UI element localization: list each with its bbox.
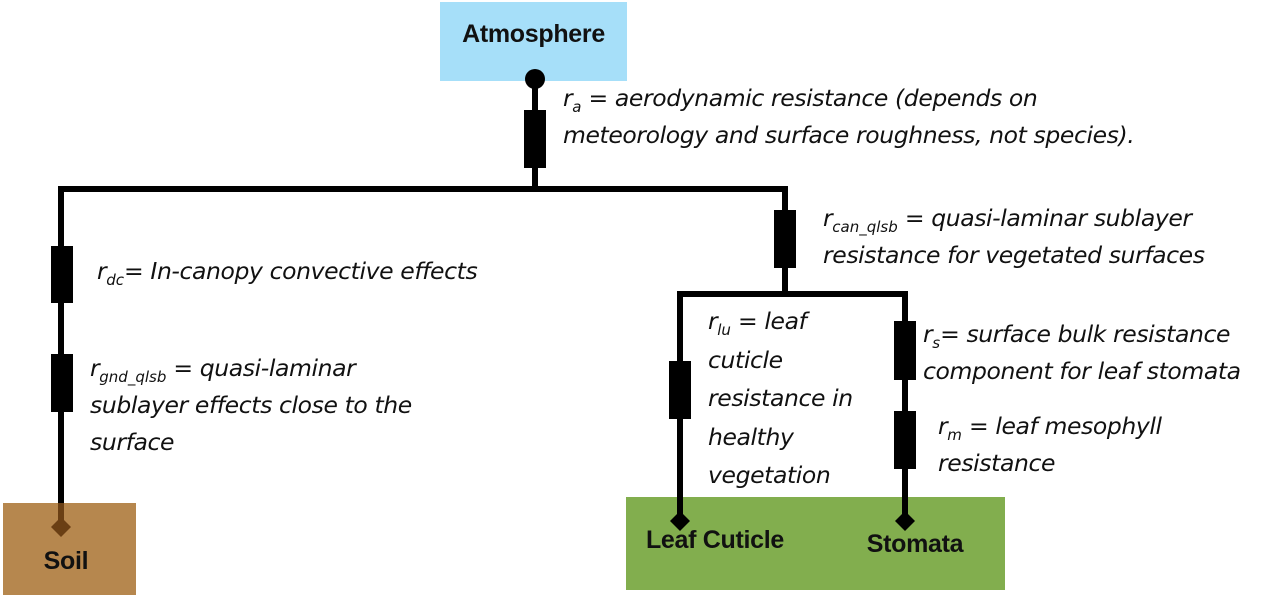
- note-rs: rs= surface bulk resistance component fo…: [923, 320, 1241, 385]
- soil-terminal-diamond: [51, 517, 71, 537]
- note-ra: ra = aerodynamic resistance (depends on …: [563, 84, 1135, 149]
- vegetation-box: [626, 497, 1005, 590]
- soil-box: [3, 503, 136, 595]
- note-rm: rm = leaf mesophyll resistance: [938, 412, 1162, 477]
- resistor-rdc: [51, 246, 73, 303]
- stomata-label: Stomata: [866, 530, 964, 558]
- atmosphere-label: Atmosphere: [462, 20, 605, 48]
- resistor-ra: [524, 110, 546, 168]
- note-rlu: rlu = leaf cuticle resistance in healthy…: [708, 307, 853, 489]
- stomata-terminal-diamond: [895, 511, 915, 531]
- note-rdc: rdc= In-canopy convective effects: [97, 257, 478, 289]
- stomata-node: Stomata: [850, 530, 980, 559]
- resistor-rgnd: [51, 354, 73, 412]
- resistor-rm: [894, 411, 916, 469]
- leaf-cuticle-node: Leaf Cuticle: [630, 526, 800, 555]
- soil-node: Soil: [3, 547, 129, 576]
- note-rcan: rcan_qlsb = quasi-laminar sublayer resis…: [823, 204, 1205, 269]
- resistor-rcan: [774, 210, 796, 268]
- atmosphere-node-dot: [525, 69, 545, 89]
- atmosphere-node: Atmosphere: [440, 20, 627, 49]
- resistor-rs: [894, 321, 916, 380]
- note-rgnd: rgnd_qlsb = quasi-laminar sublayer effec…: [90, 354, 412, 456]
- atmosphere-box: [440, 2, 627, 81]
- leaf-cuticle-label: Leaf Cuticle: [645, 526, 785, 554]
- soil-label: Soil: [43, 547, 89, 575]
- resistor-rlu: [669, 361, 691, 419]
- cuticle-terminal-diamond: [670, 511, 690, 531]
